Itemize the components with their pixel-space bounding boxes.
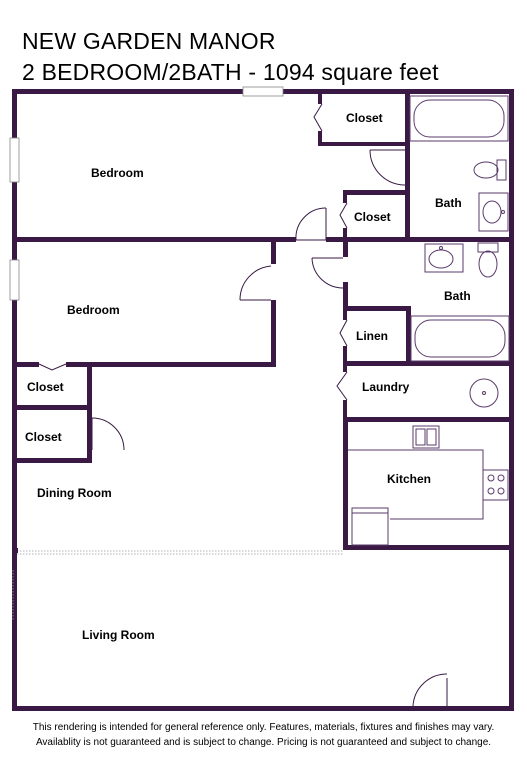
door-entry-arc xyxy=(412,673,448,707)
vanity-1 xyxy=(478,192,509,232)
door-bath1-arc xyxy=(369,149,406,186)
disclaimer-line-2: Availablity is not guaranteed and is sub… xyxy=(35,737,492,748)
door-linen xyxy=(339,319,348,347)
wall-bedroom2-right-bottom xyxy=(271,300,276,366)
wall-closet2-left-top xyxy=(343,190,347,203)
wall-bath1-left xyxy=(405,92,410,242)
sink-1 xyxy=(482,200,502,224)
refrigerator xyxy=(351,507,389,546)
wall-closet3-bottom xyxy=(14,405,92,410)
range xyxy=(482,469,509,501)
door-laundry xyxy=(336,371,348,401)
wall-linen-left-bottom xyxy=(343,346,347,366)
faucet-1 xyxy=(501,210,505,214)
range-burner-1 xyxy=(487,474,495,482)
window-bedroom1-top xyxy=(242,86,284,97)
fixtures xyxy=(348,95,510,546)
door-closet4-arc xyxy=(91,417,125,451)
windows xyxy=(9,86,284,301)
wall-bedroom1-bottom xyxy=(14,237,296,242)
toilet-1-tank xyxy=(496,159,507,181)
open-transitions xyxy=(12,550,343,620)
exterior-wall-right xyxy=(509,89,514,711)
door-bedroom1-arc xyxy=(295,207,327,241)
wall-living-left-stub xyxy=(12,548,18,553)
wall-closet1-left-bottom xyxy=(318,131,322,146)
wall-bath2-left-top xyxy=(343,237,348,257)
range-burner-2 xyxy=(497,474,505,482)
kitchen-sink-left xyxy=(415,428,426,446)
room-label-bath-2: Bath xyxy=(444,289,471,303)
wall-laundry-top xyxy=(343,361,512,366)
room-label-kitchen: Kitchen xyxy=(387,472,431,486)
sink-2 xyxy=(428,249,454,269)
plan-subtitle: 2 BEDROOM/2BATH - 1094 square feet xyxy=(22,59,439,85)
wall-closet2-top xyxy=(343,190,409,195)
wall-closet4-bottom xyxy=(14,458,92,463)
door-closet1 xyxy=(313,103,323,132)
room-label-bedroom-2: Bedroom xyxy=(67,303,120,317)
window-bedroom2-left xyxy=(9,259,20,301)
kitchen-sink xyxy=(412,425,440,449)
room-label-laundry: Laundry xyxy=(362,380,410,394)
wall-bedroom1-bottom-right xyxy=(326,237,409,242)
bathtub-1 xyxy=(409,95,509,142)
wall-closet1-left-top xyxy=(318,92,322,104)
room-label-bath-1: Bath xyxy=(435,196,462,210)
wall-bath2-left-mid xyxy=(343,282,348,310)
door-closet2 xyxy=(339,202,348,229)
vanity-2 xyxy=(424,243,464,273)
walls xyxy=(12,89,514,711)
wall-bedroom2-right-top xyxy=(271,242,276,264)
room-label-living-room: Living Room xyxy=(82,628,155,642)
wall-closet3-right xyxy=(87,362,92,462)
wall-laundry-left-top xyxy=(343,361,347,372)
room-label-closet-3: Closet xyxy=(27,380,64,394)
door-closet3 xyxy=(38,363,67,371)
toilet-1-bowl xyxy=(473,161,499,179)
water-heater-center xyxy=(482,391,486,395)
room-label-bedroom-1: Bedroom xyxy=(91,166,144,180)
bathtub-1-basin xyxy=(413,99,505,138)
doors xyxy=(38,103,448,707)
plan-title: NEW GARDEN MANOR xyxy=(22,28,276,54)
disclaimer-line-1: This rendering is intended for general r… xyxy=(32,722,495,733)
room-label-linen: Linen xyxy=(356,329,388,343)
water-heater xyxy=(469,378,499,408)
wall-closet2-left-bottom xyxy=(343,228,347,242)
room-label-closet-4: Closet xyxy=(25,430,62,444)
door-bath2-arc xyxy=(311,257,344,289)
faucet-2 xyxy=(439,246,443,250)
wall-linen-top xyxy=(343,306,411,311)
range-burner-4 xyxy=(497,487,505,495)
exterior-wall-bottom xyxy=(12,706,514,711)
room-label-dining-room: Dining Room xyxy=(37,486,112,500)
bathtub-2 xyxy=(410,315,510,362)
room-label-closet-1: Closet xyxy=(346,111,383,125)
door-bedroom2-arc xyxy=(239,265,272,301)
exterior-wall-left xyxy=(12,89,17,711)
toilet-2-bowl xyxy=(478,250,498,278)
wall-bath1-bottom xyxy=(405,237,512,242)
room-label-closet-2: Closet xyxy=(354,210,391,224)
wall-kitchen-top xyxy=(343,417,512,422)
wall-kitchen-left xyxy=(343,417,348,550)
wall-laundry-left-bottom xyxy=(343,400,347,422)
wall-bedroom2-bottom-right xyxy=(66,362,276,367)
wall-closet1-bottom xyxy=(318,142,410,146)
wall-linen-right xyxy=(406,306,411,366)
wall-bedroom2-bottom-left xyxy=(14,362,39,367)
wall-kitchen-bottom xyxy=(343,545,512,550)
window-bedroom1-left xyxy=(9,137,20,183)
wall-linen-left-top xyxy=(343,306,347,320)
toilet-2-tank xyxy=(477,242,499,253)
kitchen-sink-right xyxy=(426,428,437,446)
range-burner-3 xyxy=(487,487,495,495)
bathtub-2-basin xyxy=(414,319,506,358)
